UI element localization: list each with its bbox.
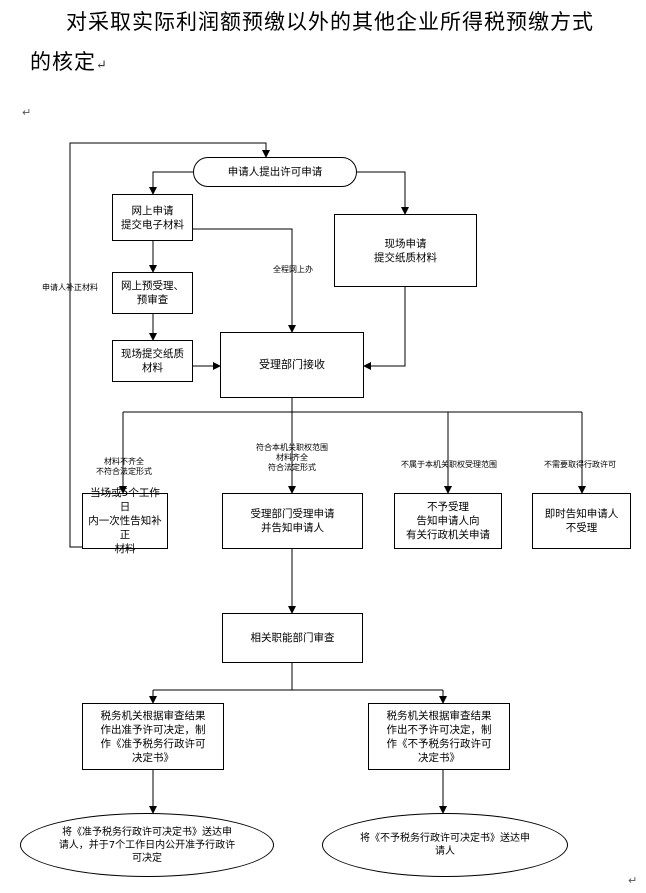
node-onsite-apply: 现场申请 提交纸质材料	[334, 214, 477, 287]
paragraph-mark: ↵	[96, 58, 108, 73]
node-not-accepted-redirect-text: 不予受理 告知申请人向 有关行政机关申请	[406, 501, 490, 541]
paragraph-mark: ↵	[22, 106, 32, 119]
node-accept-dept-text: 受理部门接收	[259, 358, 325, 371]
node-notify-supplement: 当场或5个工作日 内一次性告知补正 材料	[82, 487, 168, 555]
node-onsite-submit-text: 现场提交纸质 材料	[121, 348, 184, 374]
title-line-1-text: 对采取实际利润额预缴以外的其他企业所得税预缴方式	[66, 10, 594, 34]
node-review-text: 相关职能部门审查	[250, 632, 335, 644]
node-approve-decision: 税务机关根据审查结果 作出准予许可决定，制 作《准予税务行政许可 决定书》	[82, 703, 224, 770]
node-online-apply-text: 网上申请 提交电子材料	[121, 204, 184, 231]
node-online-apply: 网上申请 提交电子材料	[112, 194, 193, 241]
node-online-preaccept-text: 网上预受理、 预审查	[121, 280, 184, 306]
node-accepted-text: 受理部门受理申请 并告知申请人	[250, 508, 335, 534]
node-approve-deliver: 将《准予税务行政许可决定书》送达申 请人，并于7个工作日内公开准予行政许 可决定	[20, 813, 274, 877]
node-deny-deliver: 将《不予税务行政许可决定书》送达申 请人	[322, 813, 568, 877]
node-not-accepted-now-text: 即时告知申请人 不受理	[544, 508, 619, 534]
edge-start-to-online	[149, 171, 193, 195]
node-start-text: 申请人提出许可申请	[227, 166, 323, 178]
label-no-license-needed: 不需要取得行政许可	[544, 460, 616, 469]
document-title-line-1: 对采取实际利润额预缴以外的其他企业所得税预缴方式	[30, 4, 640, 40]
node-approve-deliver-text: 将《准予税务行政许可决定书》送达申 请人，并于7个工作日内公开准予行政许 可决定	[58, 826, 236, 864]
label-in-scope: 符合本机关职权范围 材料齐全 符合法定形式	[256, 443, 328, 472]
node-deny-decision-text: 税务机关根据审查结果 作出不予许可决定，制 作《不予税务行政许可 决定书》	[386, 709, 492, 764]
edge-online-full-to-accept	[193, 228, 296, 333]
node-start: 申请人提出许可申请	[193, 157, 357, 187]
node-review: 相关职能部门审查	[222, 613, 363, 663]
paragraph-mark: ↵	[628, 874, 638, 887]
node-online-preaccept: 网上预受理、 预审查	[112, 272, 193, 314]
node-deny-deliver-text: 将《不予税务行政许可决定书》送达申 请人	[360, 833, 530, 857]
node-onsite-submit: 现场提交纸质 材料	[112, 340, 193, 382]
edge-start-to-onsite	[357, 171, 409, 215]
node-accepted: 受理部门受理申请 并告知申请人	[222, 493, 363, 549]
edge-onsite-to-accept	[363, 287, 406, 370]
node-deny-decision: 税务机关根据审查结果 作出不予许可决定，制 作《不予税务行政许可 决定书》	[368, 703, 510, 770]
node-accept-dept: 受理部门接收	[220, 332, 364, 398]
label-full-online: 全程网上办	[273, 265, 313, 274]
title-line-2-text: 的核定	[30, 50, 96, 74]
label-out-of-scope: 不属于本机关职权受理范围	[401, 460, 497, 469]
node-notify-supplement-text: 当场或5个工作日 内一次性告知补正 材料	[88, 487, 162, 555]
label-incomplete: 材料不齐全 不符合法定形式	[96, 457, 152, 476]
label-supplement-loop: 申请人补正材料	[42, 283, 98, 292]
document-title-line-2: 的核定↵	[30, 44, 640, 84]
node-not-accepted-redirect: 不予受理 告知申请人向 有关行政机关申请	[394, 493, 502, 549]
node-not-accepted-now: 即时告知申请人 不受理	[532, 493, 631, 549]
node-onsite-apply-text: 现场申请 提交纸质材料	[374, 237, 437, 264]
edge-supplement-loop	[69, 142, 270, 548]
node-approve-decision-text: 税务机关根据审查结果 作出准予许可决定，制 作《准予税务行政许可 决定书》	[100, 709, 206, 764]
